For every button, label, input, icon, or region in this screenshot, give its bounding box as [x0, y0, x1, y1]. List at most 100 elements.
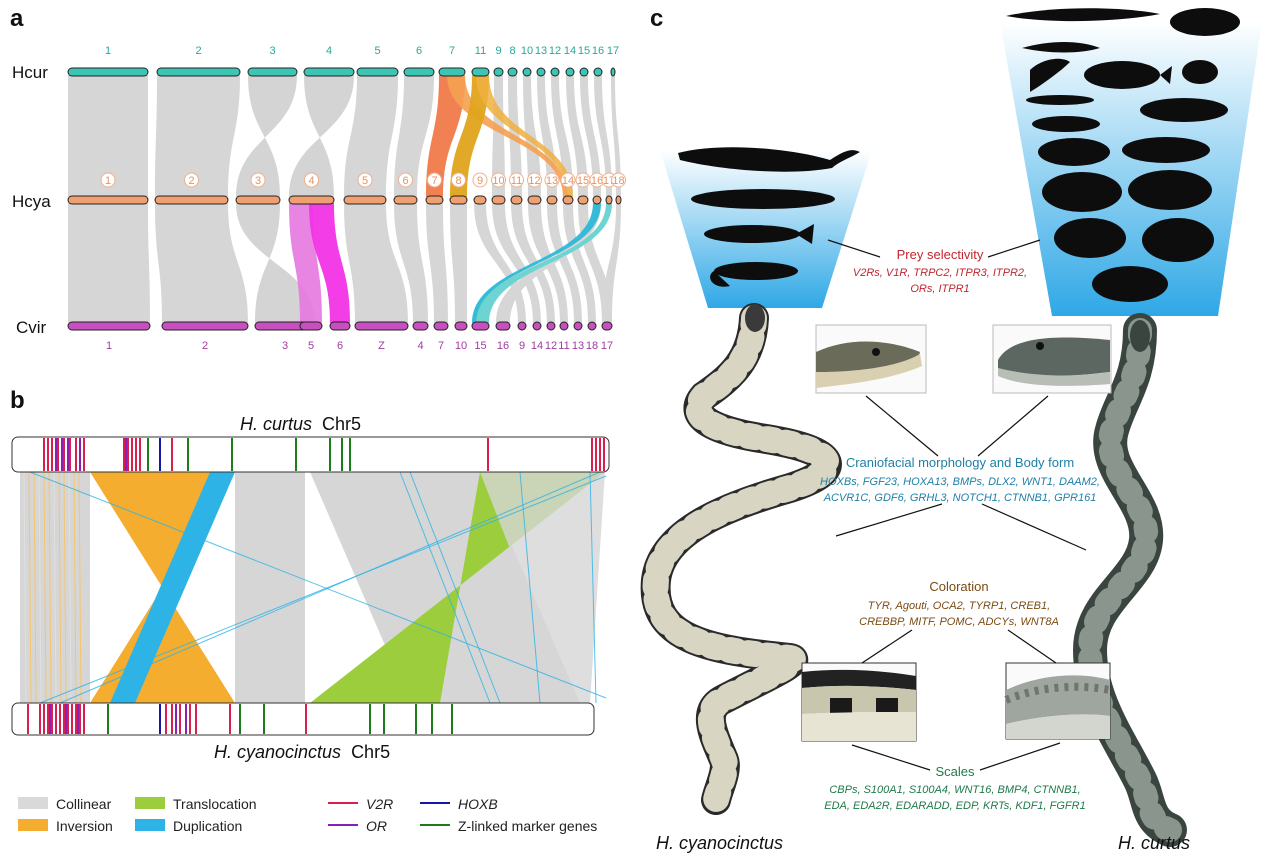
chromosome-label: 18	[612, 175, 624, 187]
connector-lines	[827, 239, 1087, 771]
chromosome-bar	[471, 67, 490, 77]
eel-silhouette-icon	[1030, 58, 1070, 92]
synteny-ribbon	[594, 75, 612, 197]
legend-label-hoxb: HOXB	[458, 796, 498, 812]
chromosome-label-circle	[304, 172, 319, 188]
chromosome-label: 15	[577, 175, 589, 187]
chromosome-bar	[573, 321, 583, 331]
collinear-block	[235, 472, 305, 703]
chromosome-bar	[343, 195, 387, 205]
prey-selectivity-block: Prey selectivity V2Rs, V1R, TRPC2, ITPR3…	[853, 247, 1027, 295]
chromosome-bar	[601, 321, 613, 331]
chromosome-label: 6	[337, 340, 343, 352]
chromosome-bar	[546, 321, 556, 331]
prey-genes-line2: ORs, ITPR1	[910, 283, 969, 295]
goby-tail-icon	[710, 271, 730, 287]
synteny-ribbon	[450, 203, 467, 323]
chromosome-bar	[454, 321, 468, 331]
chromosome-bar	[288, 195, 335, 205]
chromosome-bar	[67, 67, 149, 77]
chromosome-label: 10	[455, 340, 467, 352]
chromosome-label: 3	[282, 340, 288, 352]
chromosome-label-circle	[560, 172, 576, 188]
chromosome-bar	[491, 195, 506, 205]
chromosome-label: 5	[362, 175, 368, 187]
coloration-genes-line1: TYR, Agouti, OCA2, TYRP1, CREB1,	[868, 600, 1050, 612]
chromosome-bar	[577, 195, 589, 205]
chromosome-bar	[354, 321, 409, 331]
synteny-ribbon	[236, 75, 297, 197]
synteny-ribbon	[236, 203, 315, 323]
chromosome-bar	[412, 321, 429, 331]
chromosome-bar	[532, 321, 542, 331]
chromosome-bar	[235, 195, 281, 205]
genome-label-hcya: Hcya	[12, 192, 51, 211]
chromosome-label-circle	[100, 172, 116, 188]
fish-silhouette-icon	[1142, 218, 1214, 262]
bottom-chr-name: Chr5	[351, 742, 390, 762]
fish-silhouette-icon	[704, 225, 800, 243]
synteny-ribbon	[472, 203, 601, 323]
synteny-ribbon	[309, 203, 350, 323]
chromosome-label: 6	[402, 175, 408, 187]
legend-label-collinear: Collinear	[56, 796, 112, 812]
chromosome-label: 9	[495, 45, 501, 57]
chromosome-bar	[247, 67, 298, 77]
fish-silhouette-icon	[1032, 116, 1100, 132]
chromosome-bar	[433, 321, 449, 331]
chromosome-bar	[67, 321, 151, 331]
chromosome-bar	[471, 321, 490, 331]
chromosome-label-circle	[509, 172, 524, 188]
chromosome-bar	[473, 195, 487, 205]
synteny-ribbon	[344, 75, 398, 197]
left-species-name: H. cyanocinctus	[656, 833, 783, 853]
chromosome-bar	[587, 321, 597, 331]
chromosome-label-circle	[184, 172, 199, 188]
chromosome-label-circle	[398, 172, 413, 188]
collinear-block	[78, 471, 82, 704]
duplication-link	[59, 471, 601, 704]
chromosome-label: 3	[255, 175, 261, 187]
synteny-ribbon	[476, 203, 612, 323]
synteny-ribbon	[447, 75, 568, 197]
chromosome-label: 12	[549, 45, 561, 57]
synteny-ribbon	[289, 75, 354, 197]
prey-selectivity-title: Prey selectivity	[897, 247, 984, 262]
left-head-photo	[815, 324, 927, 394]
chromosome-bar	[67, 195, 149, 205]
eel-silhouette-icon	[691, 189, 835, 209]
legend: Collinear Inversion Translocation Duplic…	[18, 796, 597, 834]
chromosome-label: 7	[449, 45, 455, 57]
fish-silhouette-icon	[1122, 137, 1210, 163]
craniofacial-genes-line2: ACVR1C, GDF6, GRHL3, NOTCH1, CTNNB1, GPR…	[823, 492, 1097, 504]
synteny-ribbon	[602, 203, 621, 323]
chromosome-label: 9	[519, 340, 525, 352]
collinear-block	[480, 472, 605, 703]
chromosome-label-circle	[357, 172, 373, 188]
collinear-block	[38, 471, 42, 704]
panel-b-label: b	[10, 387, 25, 414]
right-snake-head-icon	[1130, 320, 1150, 352]
chromosome-label: 2	[202, 340, 208, 352]
synteny-ribbon	[523, 75, 541, 197]
chromosome-label: 2	[188, 175, 194, 187]
legend-label-duplication: Duplication	[173, 818, 242, 834]
right-head-photo	[992, 324, 1112, 394]
synteny-ribbons-a	[68, 75, 621, 323]
chromosome-bar	[615, 195, 622, 205]
fish-silhouette-icon	[1054, 218, 1126, 258]
chromosome-bar	[507, 67, 518, 77]
chromosome-label: 14	[531, 340, 543, 352]
collinear-block	[53, 471, 57, 704]
left-snake-illustration	[640, 303, 842, 815]
chromosome-bar	[299, 321, 323, 331]
craniofacial-block: Craniofacial morphology and Body form HO…	[820, 455, 1100, 504]
duplication-link	[409, 471, 501, 704]
chromosome-bar	[303, 67, 355, 77]
chromosome-bar	[156, 67, 241, 77]
synteny-ribbon	[450, 75, 489, 197]
legend-swatch-translocation	[135, 797, 165, 809]
chromosome-label: 2	[195, 45, 201, 57]
duplication-link	[39, 475, 607, 704]
